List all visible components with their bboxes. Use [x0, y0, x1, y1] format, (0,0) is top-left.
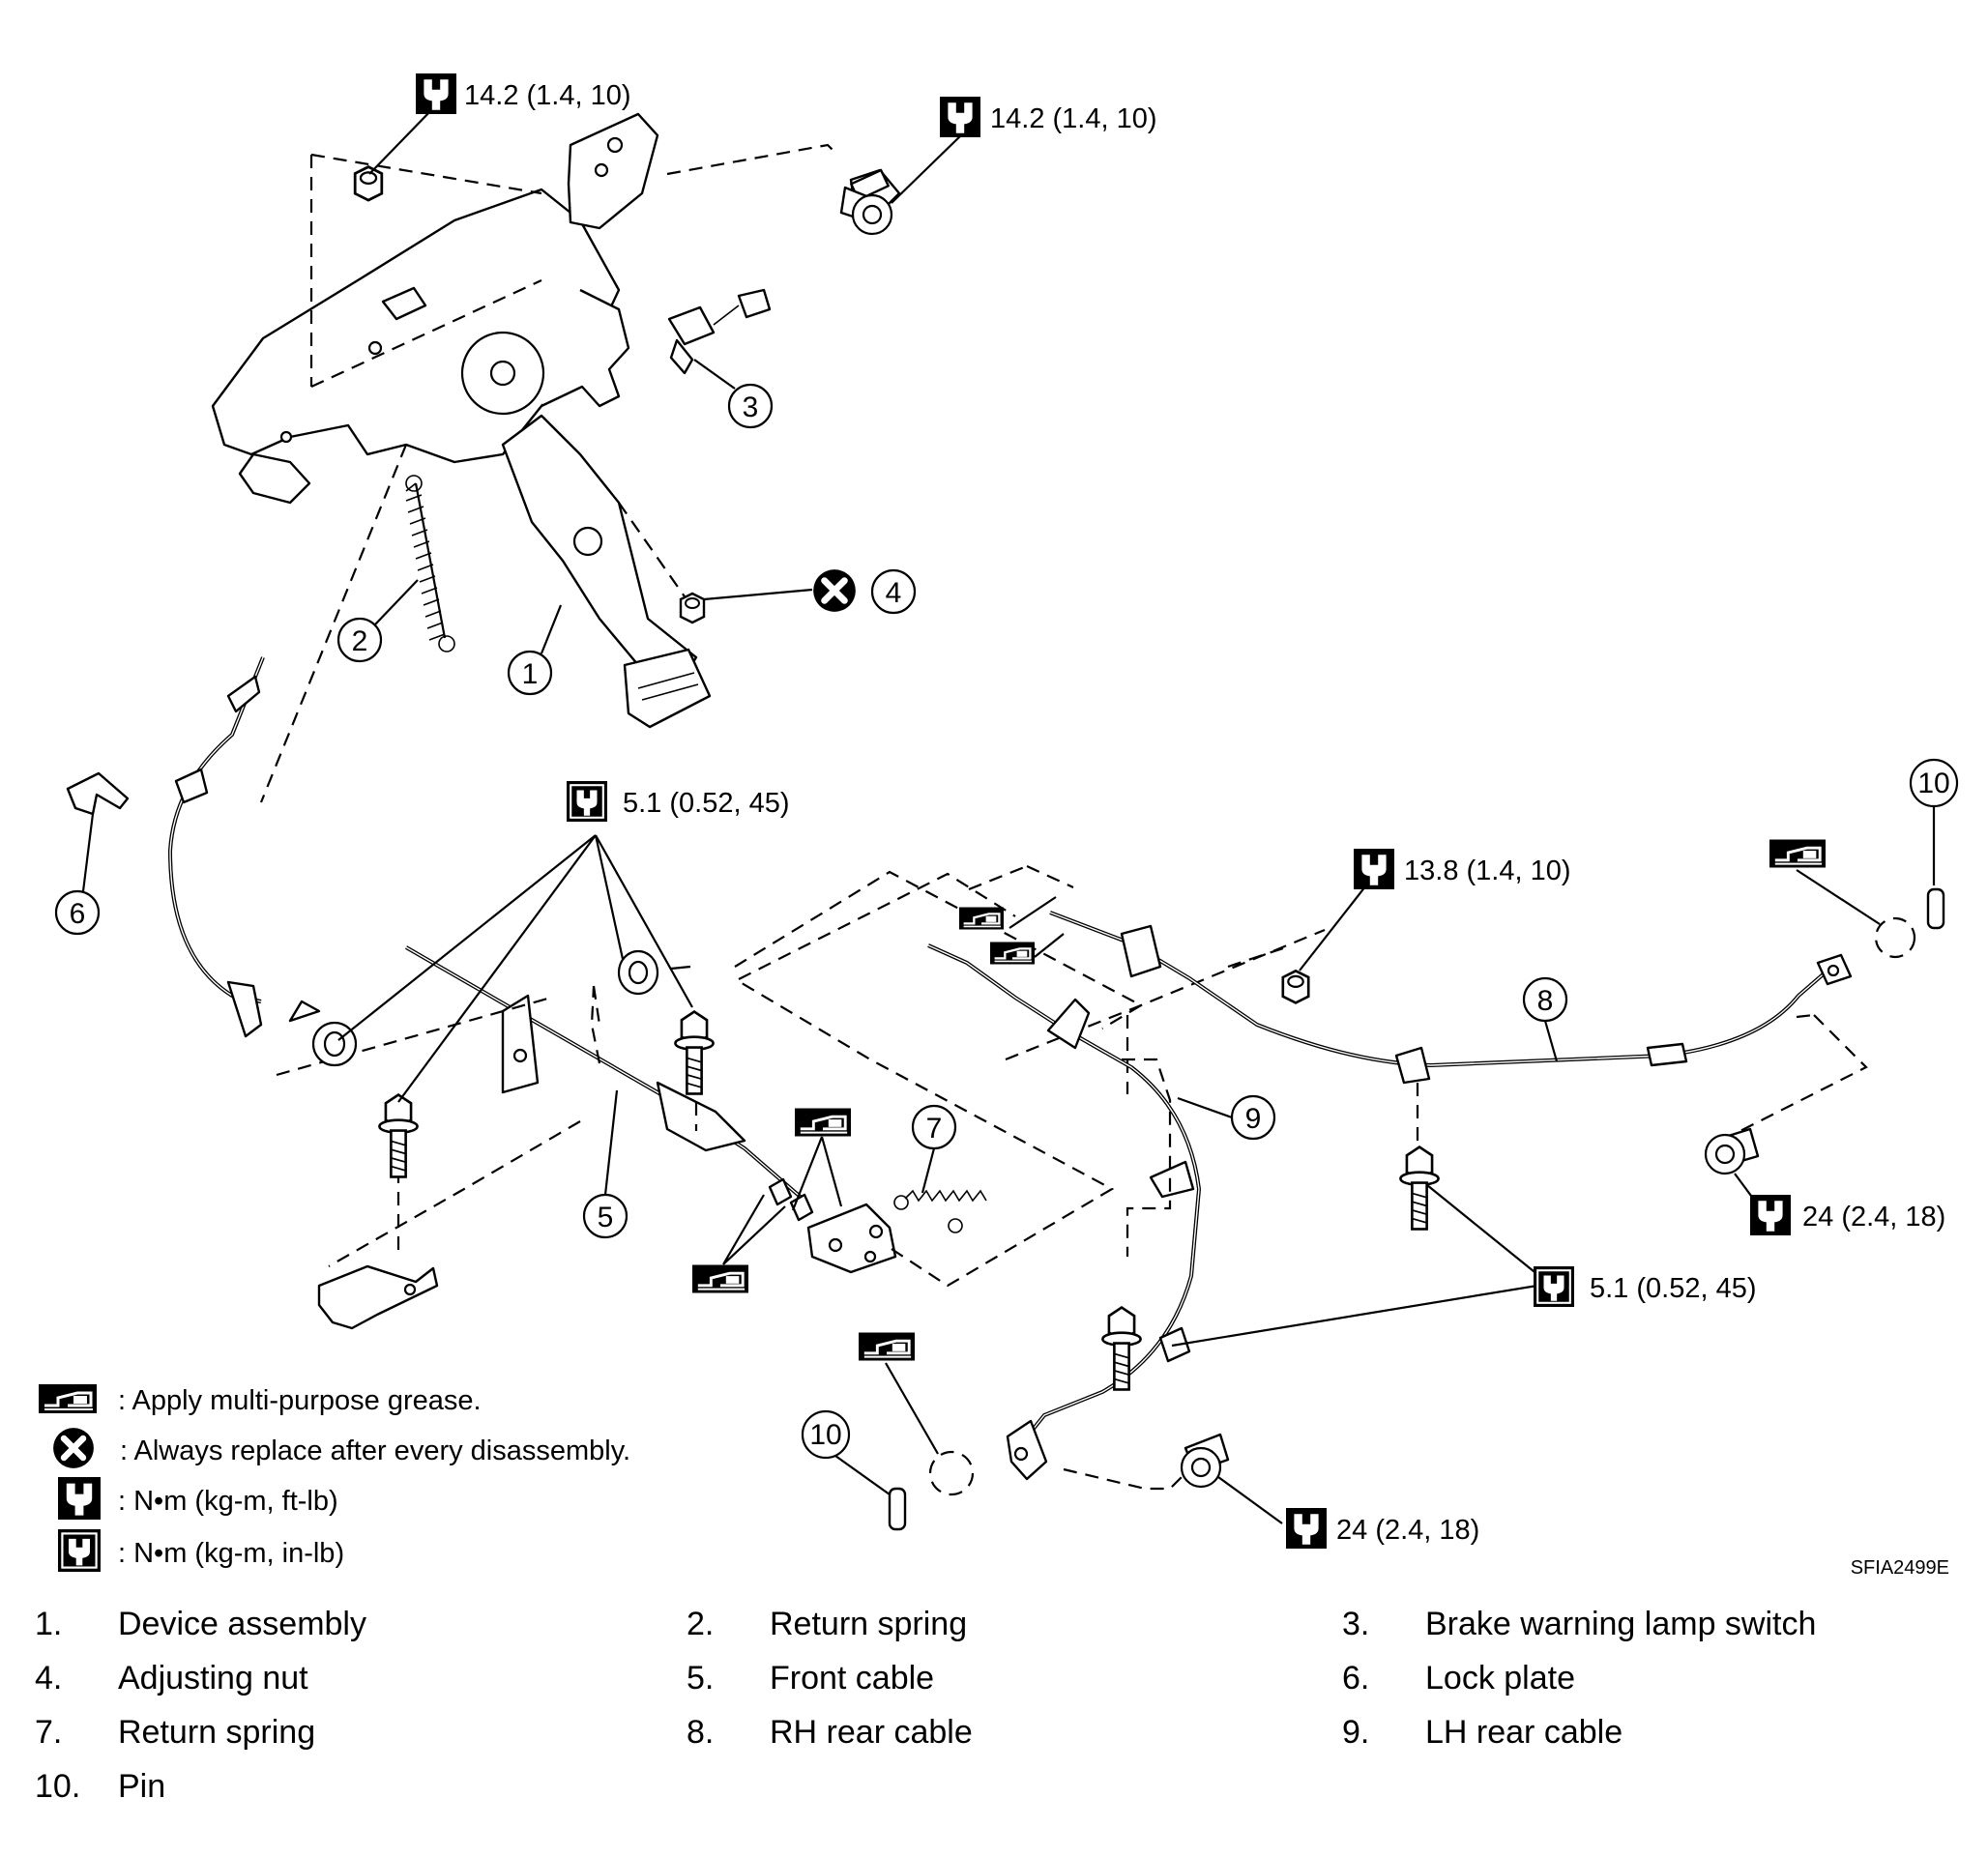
lh-rear-cable — [927, 943, 1202, 1481]
flange-bolt-top-right — [839, 168, 901, 236]
replace-x-icon — [813, 569, 856, 612]
torque-spec-rh-bracket: 24 (2.4, 18) — [1802, 1202, 1945, 1232]
torque-wrench-inlb-icon — [58, 1529, 101, 1572]
callout-6: 6 — [54, 889, 101, 936]
svg-text:5: 5 — [598, 1202, 614, 1233]
callout-4: 4 — [870, 568, 917, 615]
flange-bolt-lh-bracket — [1180, 1433, 1230, 1489]
torque-wrench-icon — [416, 73, 456, 114]
adjusting-nut — [679, 592, 706, 624]
pin-right — [1926, 887, 1945, 930]
grease-gun-icon — [959, 907, 1004, 930]
torque-wrench-inlb-icon — [567, 781, 607, 822]
callout-7: 7 — [911, 1104, 957, 1150]
callout-2: 2 — [336, 617, 383, 663]
svg-text:9: 9 — [1245, 1103, 1262, 1135]
equalizer-plate — [806, 1203, 897, 1274]
device-assembly — [211, 112, 712, 729]
grease-gun-icon — [692, 1264, 748, 1293]
lock-plate — [66, 771, 130, 816]
callout-5: 5 — [582, 1193, 629, 1239]
svg-text:8: 8 — [1537, 985, 1554, 1017]
callout-10-left: 10 — [801, 1409, 851, 1460]
torque-wrench-icon — [1354, 849, 1394, 889]
svg-text:3: 3 — [743, 392, 759, 423]
callout-1: 1 — [507, 650, 553, 696]
flange-bolt-rh-bracket — [1704, 1127, 1760, 1175]
torque-spec-top-right: 14.2 (1.4, 10) — [990, 103, 1157, 134]
return-spring-upper — [405, 475, 455, 652]
grease-gun-icon — [990, 942, 1035, 965]
grease-gun-icon — [1769, 839, 1826, 868]
svg-text:4: 4 — [886, 577, 902, 609]
svg-text:6: 6 — [70, 898, 86, 930]
front-cable-clamp — [317, 1264, 439, 1330]
legend: : Apply multi-purpose grease. : Always r… — [39, 1384, 630, 1572]
torque-wrench-icon — [1750, 1195, 1791, 1235]
grease-gun-icon — [859, 1332, 915, 1361]
rh-rear-cable — [1049, 911, 1853, 1085]
legend-torque-ft: : N•m (kg-m, ft-lb) — [118, 1486, 338, 1517]
svg-text:10: 10 — [809, 1419, 841, 1451]
flange-bolt-front-a — [378, 1093, 419, 1178]
legend-replace: : Always replace after every disassembly… — [120, 1436, 630, 1466]
grease-point-left — [928, 1450, 975, 1496]
flange-bolt-rh-rear — [1399, 1146, 1440, 1231]
grommet-left — [311, 1021, 358, 1067]
torque-spec-rear-cable: 5.1 (0.52, 45) — [1590, 1273, 1757, 1304]
return-spring-lower — [893, 1189, 987, 1233]
grease-point-right — [1874, 916, 1916, 959]
svg-text:10: 10 — [1917, 768, 1949, 799]
replace-x-icon — [53, 1428, 94, 1468]
torque-wrench-icon — [940, 97, 980, 137]
flange-bolt-lh-rear — [1101, 1306, 1142, 1391]
torque-wrench-icon — [1286, 1508, 1327, 1549]
legend-grease: : Apply multi-purpose grease. — [118, 1385, 482, 1416]
grommet-center — [617, 949, 659, 996]
torque-spec-top-left: 14.2 (1.4, 10) — [464, 80, 631, 111]
torque-spec-front-cable: 5.1 (0.52, 45) — [623, 788, 790, 819]
callout-10-right: 10 — [1909, 758, 1959, 808]
callout-8: 8 — [1522, 976, 1568, 1023]
svg-text:7: 7 — [926, 1113, 943, 1145]
callout-9: 9 — [1230, 1094, 1276, 1141]
legend-torque-in: : N•m (kg-m, in-lb) — [118, 1538, 344, 1569]
pin-left — [888, 1487, 907, 1531]
torque-spec-lh-bracket: 24 (2.4, 18) — [1336, 1515, 1479, 1546]
front-cable — [167, 656, 814, 1222]
flange-nut-top-left — [353, 165, 384, 202]
flange-bolt-front-b — [674, 1010, 715, 1095]
parts-list: 1. Device assembly 2. Return spring 3. B… — [35, 1606, 1817, 1805]
grease-gun-icon — [39, 1384, 97, 1413]
brake-warning-lamp-switch — [667, 288, 772, 375]
svg-text:1: 1 — [522, 658, 539, 690]
torque-spec-rh-cable-nut: 13.8 (1.4, 10) — [1404, 856, 1571, 886]
grease-gun-icon — [795, 1108, 851, 1137]
rh-cable-nut — [1281, 970, 1310, 1004]
svg-text:2: 2 — [352, 625, 368, 657]
torque-wrench-icon — [58, 1477, 101, 1520]
callout-3: 3 — [727, 383, 774, 429]
figure-code: SFIA2499E — [1851, 1557, 1949, 1579]
torque-wrench-inlb-icon — [1534, 1266, 1574, 1307]
